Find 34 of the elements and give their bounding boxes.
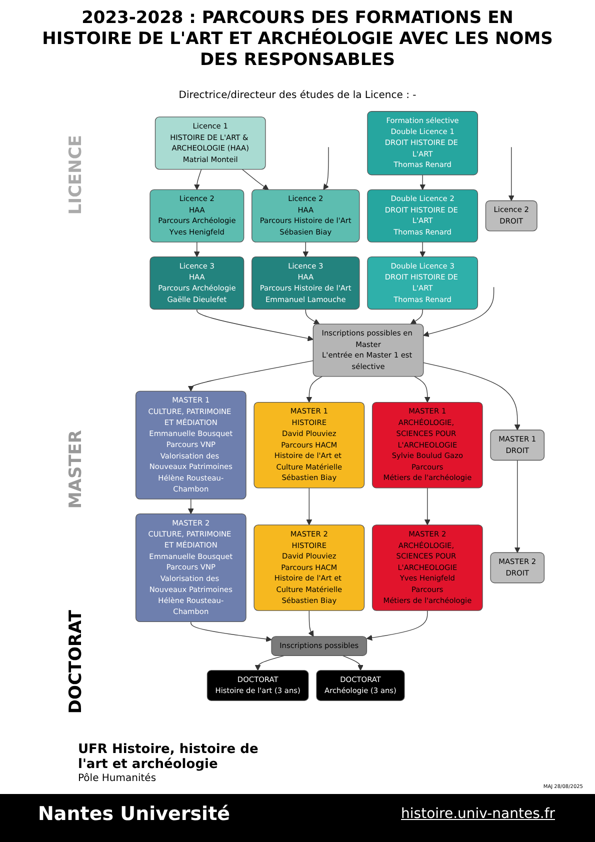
- section-label: DOCTORAT: [66, 610, 86, 714]
- arrow: [508, 146, 514, 201]
- university-name: Nantes Université: [38, 803, 230, 825]
- arrow: [242, 168, 269, 190]
- arrow: [196, 308, 314, 342]
- website-link: histoire.univ-nantes.fr: [401, 806, 555, 822]
- faculty-subtitle: Pôle Humanités: [78, 773, 156, 784]
- arrow: [424, 488, 430, 526]
- arrow: [308, 610, 314, 637]
- arrow: [342, 655, 364, 671]
- arrow: [366, 610, 428, 641]
- arrow: [514, 460, 520, 553]
- arrow: [306, 488, 312, 526]
- arrow: [188, 498, 194, 514]
- arrow: [410, 308, 423, 324]
- arrow: [194, 168, 202, 190]
- arrow: [423, 362, 520, 430]
- arrow: [420, 174, 426, 190]
- arrow: [254, 655, 285, 671]
- arrow: [194, 242, 200, 258]
- title: 2023-2028 : PARCOURS DES FORMATIONS EN HISTOIRE DE L'ART ET ARCHÉOLOGIE AVEC LES NOMS DES RESPONSABLES: [41, 8, 554, 71]
- arrow: [306, 376, 322, 403]
- arrow: [420, 242, 426, 258]
- arrow: [414, 376, 430, 403]
- faculty-name: UFR Histoire, histoire de l'art et archéologie: [78, 742, 260, 772]
- arrow: [323, 146, 329, 190]
- section-label: LICENCE: [66, 135, 86, 215]
- director-note: Directrice/directeur des études de la Licence : -: [178, 90, 418, 101]
- section-label: MASTER: [66, 430, 86, 509]
- arrow: [302, 242, 309, 258]
- arrow: [190, 621, 272, 642]
- arrow: [305, 308, 320, 324]
- arrow: [423, 286, 494, 337]
- arrow: [188, 360, 314, 392]
